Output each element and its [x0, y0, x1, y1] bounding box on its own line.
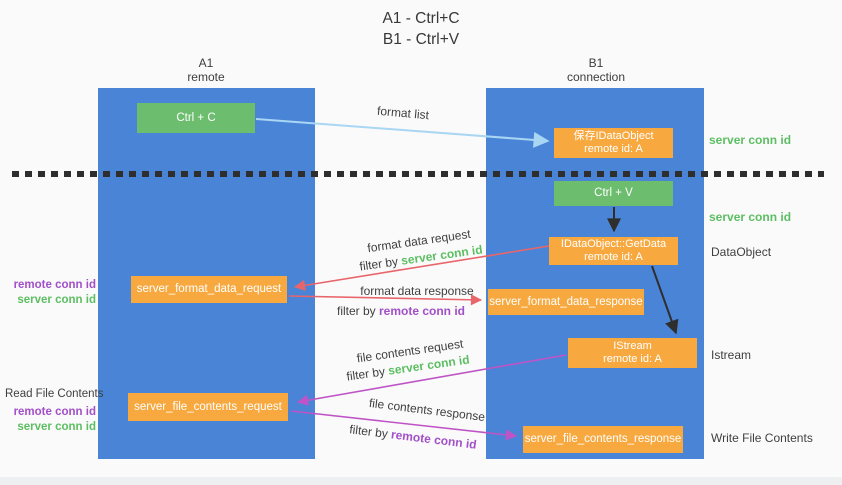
filter-by-text: filter by — [345, 363, 390, 384]
node-ctrl-v-label: Ctrl + V — [594, 187, 633, 199]
title-line-2: B1 - Ctrl+V — [382, 31, 460, 48]
node-file-response-label: server_file_contents_response — [524, 433, 682, 445]
edge-label-filter-remote-2: filter by remote conn id — [349, 422, 478, 451]
node-istream-line2: remote id: A — [603, 353, 662, 365]
edge-label-format-list: format list — [376, 103, 430, 123]
node-server-file-contents-request: server_file_contents_request — [128, 393, 288, 421]
node-ctrl-v: Ctrl + V — [554, 181, 673, 206]
node-save-idataobject-line1: 保存IDataObject — [573, 130, 654, 142]
node-istream-line1: IStream — [613, 340, 652, 352]
side-label-server-conn-id-mid: server conn id — [709, 210, 792, 224]
node-istream: IStream remote id: A — [568, 338, 697, 368]
window-bottom-strip — [0, 477, 842, 485]
remote-conn-id-label: remote conn id — [13, 406, 96, 418]
node-save-idataobject: 保存IDataObject remote id: A — [554, 128, 673, 158]
left-id-pair-file: remote conn id server conn id — [14, 405, 96, 435]
node-getdata-line1: IDataObject::GetData — [560, 238, 667, 250]
diagram-title: A1 - Ctrl+C B1 - Ctrl+V — [0, 8, 842, 50]
node-file-request-label: server_file_contents_request — [134, 400, 282, 413]
side-label-write-file-contents: Write File Contents — [711, 431, 813, 445]
node-getdata-line2: remote id: A — [584, 251, 643, 263]
lane-left-name: A1 — [198, 56, 214, 70]
lane-right-name: B1 — [588, 56, 604, 70]
lane-header-right: B1 connection — [536, 56, 656, 84]
lane-right-subtitle: connection — [566, 70, 626, 84]
node-format-request-label: server_format_data_request — [136, 283, 282, 295]
edge-label-format-data-response: format data response — [360, 284, 474, 298]
node-server-file-contents-response: server_file_contents_response — [523, 426, 683, 453]
node-server-format-data-request: server_format_data_request — [131, 276, 287, 303]
left-id-pair-format: remote conn id server conn id — [14, 278, 96, 308]
lane-header-left: A1 remote — [146, 56, 266, 84]
node-server-format-data-response: server_format_data_response — [488, 289, 644, 315]
filter-by-text: filter by — [358, 253, 403, 274]
node-idataobject-getdata: IDataObject::GetData remote id: A — [549, 237, 678, 265]
node-ctrl-c: Ctrl + C — [137, 103, 255, 133]
remote-conn-id-text: remote conn id — [390, 427, 478, 452]
side-label-istream: Istream — [711, 348, 752, 362]
server-conn-id-label: server conn id — [17, 294, 96, 306]
server-conn-id-label: server conn id — [17, 421, 96, 433]
side-label-read-file-contents: Read File Contents — [5, 388, 104, 400]
filter-by-text: filter by — [348, 422, 393, 442]
side-label-dataobject: DataObject — [711, 245, 772, 259]
node-format-response-label: server_format_data_response — [489, 295, 643, 308]
edge-label-file-contents-response: file contents response — [368, 395, 486, 425]
remote-conn-id-text: remote conn id — [379, 304, 466, 318]
edge-label-filter-remote-1: filter by remote conn id — [337, 304, 465, 318]
node-save-idataobject-line2: remote id: A — [584, 143, 643, 155]
side-label-server-conn-id-top: server conn id — [709, 133, 792, 147]
dotted-separator-line — [12, 171, 824, 177]
remote-conn-id-label: remote conn id — [13, 279, 96, 291]
node-ctrl-c-label: Ctrl + C — [176, 111, 216, 124]
title-line-1: A1 - Ctrl+C — [382, 10, 460, 27]
filter-by-text: filter by — [336, 304, 379, 318]
lane-left-subtitle: remote — [187, 70, 225, 84]
